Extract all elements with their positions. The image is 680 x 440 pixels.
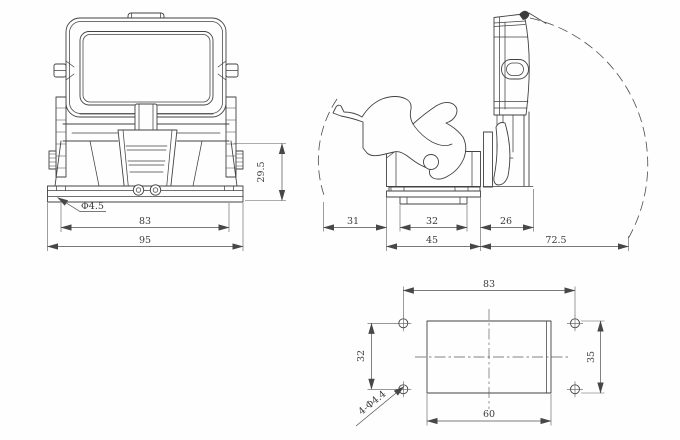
open-cover — [493, 10, 547, 116]
cover-latch-hook — [519, 10, 530, 20]
hole-top-left — [395, 315, 412, 332]
cover-slot — [501, 59, 529, 80]
cover-hinge — [482, 111, 534, 188]
dim-side-block-width: 32 — [426, 216, 438, 227]
bottom-dimensions: 83 32 35 60 4-Φ4.4 — [355, 279, 605, 427]
label-front-hole-dia: Φ4.5 — [81, 201, 104, 212]
bail-peg-right — [217, 60, 239, 81]
side-dimensions: 31 32 26 45 72.5 — [323, 189, 629, 251]
dim-side-flange-width: 45 — [426, 235, 438, 246]
dim-bottom-hole-spacing-v: 32 — [356, 350, 367, 362]
dim-front-base-width: 95 — [139, 235, 151, 246]
dim-side-rear-clearance: 31 — [347, 216, 359, 227]
hole-bottom-right — [567, 381, 583, 398]
bail-frame — [65, 17, 227, 118]
hole-top-right — [567, 315, 583, 332]
side-view: 31 32 26 45 72.5 — [318, 10, 649, 251]
bottom-view: 83 32 35 60 4-Φ4.4 — [355, 279, 605, 427]
mounting-holes — [395, 315, 583, 398]
front-dimensions: 83 95 29.5 Φ4.5 — [47, 143, 286, 251]
hinge-plate-left — [48, 96, 67, 178]
dim-bottom-cutout-height: 35 — [586, 351, 597, 363]
dim-front-hole-spacing: 83 — [139, 216, 151, 227]
lever-pivot — [423, 154, 439, 170]
dim-bottom-hole-spacing-h: 83 — [483, 279, 495, 290]
housing-body — [54, 113, 238, 187]
base-plate — [47, 185, 244, 203]
side-base — [386, 186, 481, 205]
dim-bottom-cutout-width: 60 — [483, 409, 495, 420]
lever-swing-arc — [318, 98, 338, 199]
locking-lever — [332, 96, 467, 180]
screw-right — [149, 184, 162, 196]
dim-side-front-clearance: 26 — [500, 216, 512, 227]
hole-bottom-left — [395, 381, 412, 398]
latch-wedge — [117, 129, 178, 195]
front-view: 83 95 29.5 Φ4.5 — [47, 12, 286, 251]
dim-side-cover-swing: 72.5 — [545, 235, 566, 246]
screw-left — [132, 184, 145, 196]
dim-front-height: 29.5 — [256, 161, 267, 182]
bail-peg-left — [53, 60, 75, 81]
cover-swing-arc — [529, 17, 649, 239]
center-lines — [415, 309, 569, 409]
